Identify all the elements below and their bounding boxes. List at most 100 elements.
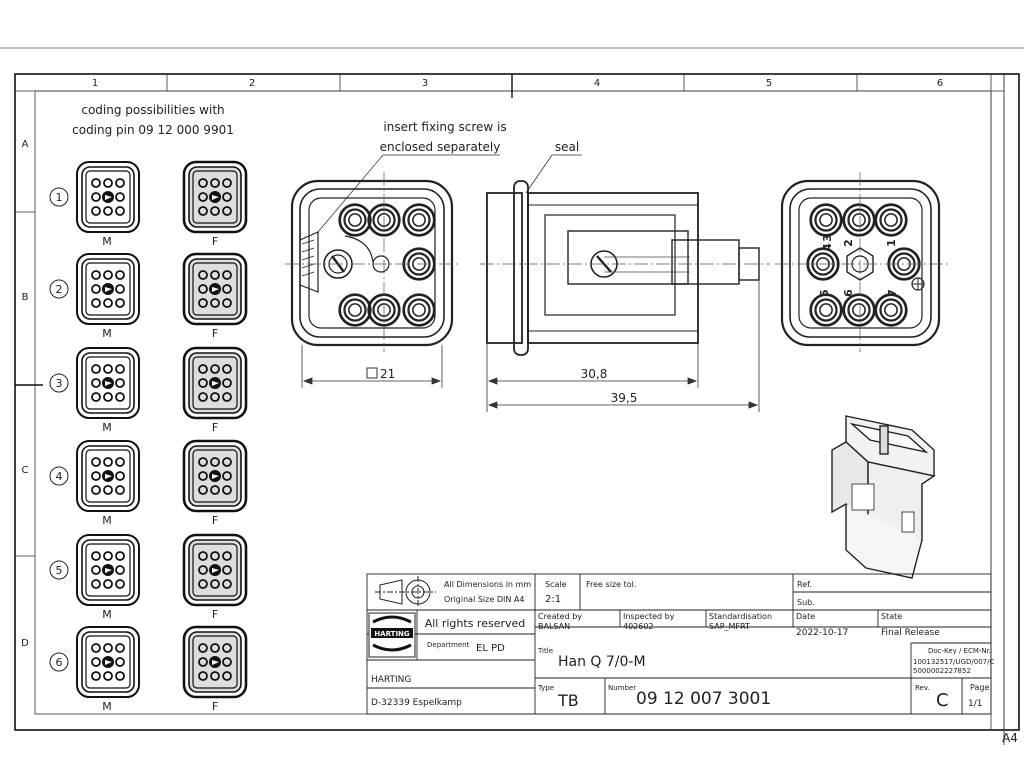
department-value: EL PD	[476, 643, 505, 654]
male-label: M	[102, 421, 112, 434]
male-insert-icon	[76, 347, 140, 419]
coding-variant-row: 2M F	[49, 252, 248, 340]
coding-heading-line2: coding pin 09 12 000 9901	[72, 123, 234, 137]
coding-heading-line1: coding possibilities with	[81, 103, 224, 117]
drawing-frame	[0, 47, 1024, 745]
female-label: F	[212, 700, 218, 713]
created-value: BALSAN	[538, 622, 570, 631]
male-insert-icon	[76, 161, 140, 233]
date-value: 2022-10-17	[796, 628, 848, 638]
female-label: F	[212, 421, 218, 434]
pin-label: 2	[842, 239, 855, 247]
isometric-view-insert	[831, 415, 936, 579]
variant-number: 3	[56, 377, 63, 390]
variant-number: 4	[56, 470, 63, 483]
variant-number-circle	[49, 652, 69, 672]
variant-number-circle	[49, 373, 69, 393]
dimension-lines	[301, 280, 760, 412]
pin-label: 5	[818, 289, 831, 297]
variant-number: 1	[56, 191, 63, 204]
scale-value: 2:1	[545, 594, 561, 605]
pin-label: 7	[886, 289, 899, 297]
female-label: F	[212, 235, 218, 248]
company-address: D-32339 Espelkamp	[371, 698, 462, 708]
male-label: M	[102, 327, 112, 340]
title-value: Han Q 7/0-M	[558, 654, 646, 670]
sub-label: Sub.	[797, 598, 815, 607]
female-insert-icon	[182, 160, 248, 234]
screw-note-line2: enclosed separately	[380, 140, 501, 154]
all-dimensions-note: All Dimensions in mm	[444, 580, 531, 589]
title-block-text: All Dimensions in mm Original Size DIN A…	[371, 580, 994, 711]
harting-logo: HARTING	[368, 612, 416, 658]
male-insert-icon	[76, 626, 140, 698]
row-labels: A B C D	[21, 139, 29, 649]
variant-number-circle	[49, 279, 69, 299]
female-label: F	[212, 327, 218, 340]
dockey-value: 5000002227852	[913, 667, 971, 675]
front-view-insert	[285, 172, 460, 352]
dockey-value: 100132517/UGD/007/C	[913, 658, 994, 666]
pin-label: 6	[842, 289, 855, 297]
column-label: 3	[422, 78, 428, 89]
number-label: Number	[608, 684, 636, 692]
female-label: F	[212, 608, 218, 621]
rev-label: Rev.	[915, 684, 930, 692]
state-label: State	[881, 612, 902, 621]
page-value: 1/1	[968, 699, 982, 709]
screw-leader-line	[317, 154, 384, 233]
pin-number-labels: 1 2 3 4 5 6 7	[818, 234, 899, 297]
dimension-length-short: 30,8	[581, 367, 608, 381]
standardisation-label: Standardisation	[709, 612, 772, 621]
variant-number: 2	[56, 283, 63, 296]
female-insert-icon	[182, 533, 248, 607]
type-value: TB	[557, 691, 579, 710]
dockey-label: Doc-Key / ECM-Nr.	[928, 647, 991, 655]
pin-label: 1	[885, 239, 898, 247]
page-label: Page	[970, 683, 989, 692]
female-insert-icon	[182, 346, 248, 420]
rev-value: C	[936, 690, 949, 711]
seal-leader-line	[525, 154, 553, 194]
inspected-label: Inspected by	[623, 612, 675, 621]
male-insert-icon	[76, 440, 140, 512]
type-label: Type	[537, 684, 554, 692]
male-label: M	[102, 700, 112, 713]
variant-number: 6	[56, 656, 63, 669]
side-view-insert	[480, 180, 770, 356]
ref-label: Ref.	[797, 580, 812, 589]
row-label: D	[21, 638, 29, 649]
projection-symbol	[375, 576, 436, 608]
female-insert-icon	[182, 439, 248, 513]
title-label: Title	[537, 647, 553, 655]
created-label: Created by	[538, 612, 582, 621]
logo-text: HARTING	[374, 630, 410, 638]
screw-note-line1: insert fixing screw is	[383, 120, 506, 134]
male-insert-icon	[76, 534, 140, 606]
variant-number: 5	[56, 564, 63, 577]
rights-text: All rights reserved	[425, 617, 526, 630]
male-insert-icon	[76, 253, 140, 325]
pin-label: 3	[821, 234, 834, 242]
variant-number-circle	[49, 466, 69, 486]
original-size-note: Original Size DIN A4	[444, 595, 524, 604]
column-labels: 1 2 3 4 5 6	[92, 78, 943, 89]
female-insert-icon	[182, 252, 248, 326]
variant-number-circle	[49, 187, 69, 207]
row-label: B	[22, 292, 29, 303]
scale-label: Scale	[545, 580, 567, 589]
male-label: M	[102, 514, 112, 527]
standardisation-value: SAP_MFRT	[709, 622, 750, 631]
column-label: 5	[766, 78, 772, 89]
coding-variant-row: 6M F	[49, 625, 248, 713]
column-label: 6	[937, 78, 943, 89]
rear-view-insert	[775, 172, 950, 352]
row-label: C	[22, 465, 29, 476]
column-label: 4	[594, 78, 600, 89]
coding-variant-row: 3M F	[49, 346, 248, 434]
sheet-format: A4	[1002, 731, 1018, 745]
company-name: HARTING	[371, 675, 411, 685]
